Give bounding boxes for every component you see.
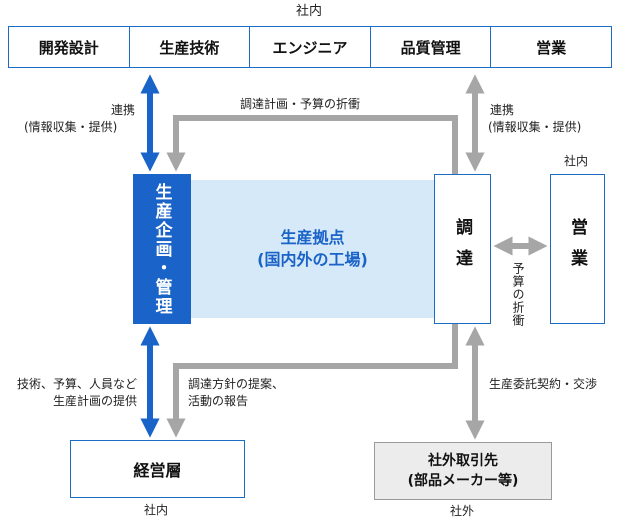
production-base-subtitle: (国内外の工場): [257, 250, 368, 269]
management-box[interactable]: 経営層: [70, 440, 245, 498]
left-coop-detail: (情報収集・提供): [24, 120, 118, 134]
partner-title: 社外取引先: [428, 453, 498, 469]
internal-label-top: 社内: [296, 4, 323, 19]
dept-production-tech[interactable]: 生産技術: [130, 27, 251, 67]
management-internal-label: 社内: [144, 503, 169, 517]
dept-engineer[interactable]: エンジニア: [250, 27, 371, 67]
plan-provision-label: 技術、予算、人員など: [16, 377, 137, 391]
department-bar: 開発設計 生産技術 エンジニア 品質管理 営業: [8, 26, 612, 68]
procure-budget-label: 調達計画・予算の折衝: [240, 97, 361, 111]
production-base-title: 生産拠点: [280, 228, 345, 247]
partner-external-label: 社外: [450, 504, 475, 518]
procurement-box[interactable]: 調達: [434, 174, 491, 324]
production-base-box: 生産拠点 (国内外の工場): [191, 180, 434, 318]
dept-sales[interactable]: 営業: [536, 38, 567, 57]
sales-internal-label: 社内: [564, 154, 589, 168]
right-coop-label: 連携: [490, 103, 515, 117]
plan-provision-detail: 生産計画の提供: [52, 394, 137, 408]
arrow-procure-plan: [166, 115, 458, 174]
right-coop-detail: (情報収集・提供): [488, 120, 582, 134]
sales-box[interactable]: 営業: [550, 174, 605, 324]
arrow-procure-mgmt: [166, 324, 458, 438]
partner-subtitle: (部品メーカー等): [407, 473, 519, 489]
procure-proposal-label: 調達方針の提案、: [188, 377, 285, 391]
budget-negotiation-label: 予算の折衝: [511, 262, 525, 327]
procure-report-label: 活動の報告: [188, 394, 249, 408]
production-planning-box[interactable]: 生産企画・管理: [133, 174, 191, 324]
external-partner-box[interactable]: 社外取引先 (部品メーカー等): [374, 442, 552, 500]
dept-dev-design[interactable]: 開発設計: [9, 27, 130, 67]
dept-quality[interactable]: 品質管理: [371, 27, 492, 67]
consignment-contract-label: 生産委託契約・交渉: [489, 377, 598, 391]
left-coop-label: 連携: [110, 103, 135, 117]
